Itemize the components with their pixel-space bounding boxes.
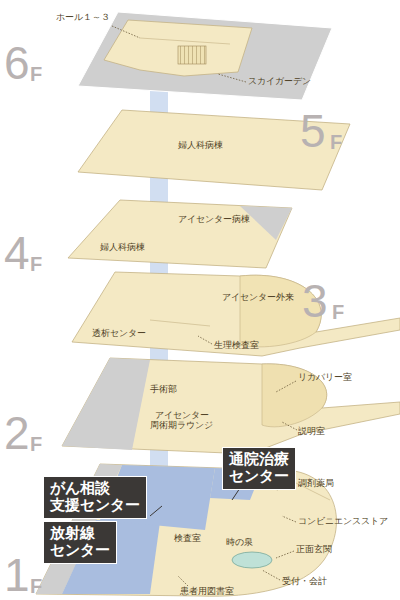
room-label: 生理検査室 xyxy=(214,340,259,350)
highlight-label-box: がん相談 支援センター xyxy=(43,476,147,519)
room-label: コンビニエンスストア xyxy=(298,516,388,526)
ward-label: アイセンター病棟 xyxy=(178,214,250,224)
floor-unit: F xyxy=(30,434,42,454)
floor-number: 6 xyxy=(4,40,30,86)
room-label: 患者用図書室 xyxy=(180,586,234,596)
floor-unit: F xyxy=(30,254,42,274)
floor-unit: F xyxy=(30,576,42,596)
room-label: アイセンター外来 xyxy=(222,292,294,302)
room-label: スカイガーデン xyxy=(248,76,311,86)
highlight-label: がん相談 支援センター xyxy=(50,480,140,515)
room-label: 時の泉 xyxy=(226,537,253,547)
room-label: アイセンター 周術期ラウンジ xyxy=(150,410,213,431)
room-label: 透析センター xyxy=(92,328,146,338)
room-label: ホール１～３ xyxy=(56,12,110,22)
floor-number: 1 xyxy=(4,552,30,598)
ward-label: 婦人科病棟 xyxy=(100,242,145,252)
highlight-label-box: 放射線 センター xyxy=(43,521,117,564)
highlight-label: 放射線 センター xyxy=(50,525,110,560)
room-label: リカバリー室 xyxy=(298,372,352,382)
floor-number: 4 xyxy=(4,230,30,276)
room-label: 調剤薬局 xyxy=(298,478,334,488)
room-label: 正面玄関 xyxy=(296,544,332,554)
floor-unit: F xyxy=(30,64,42,84)
floor-unit: F xyxy=(332,302,344,322)
ward-label: 婦人科病棟 xyxy=(178,140,223,150)
floor-number: 2 xyxy=(4,410,30,456)
floor-number: 5 xyxy=(300,108,326,154)
room-label: 検査室 xyxy=(174,533,201,543)
floor-number: 3 xyxy=(302,278,328,324)
room-label: 説明室 xyxy=(298,426,325,436)
floor-unit: F xyxy=(330,132,342,152)
room-label: 手術部 xyxy=(150,384,177,394)
highlight-label-box: 通院治療 センター xyxy=(222,447,296,490)
room-label: 受付・会計 xyxy=(282,576,327,586)
highlight-label: 通院治療 センター xyxy=(229,451,289,486)
